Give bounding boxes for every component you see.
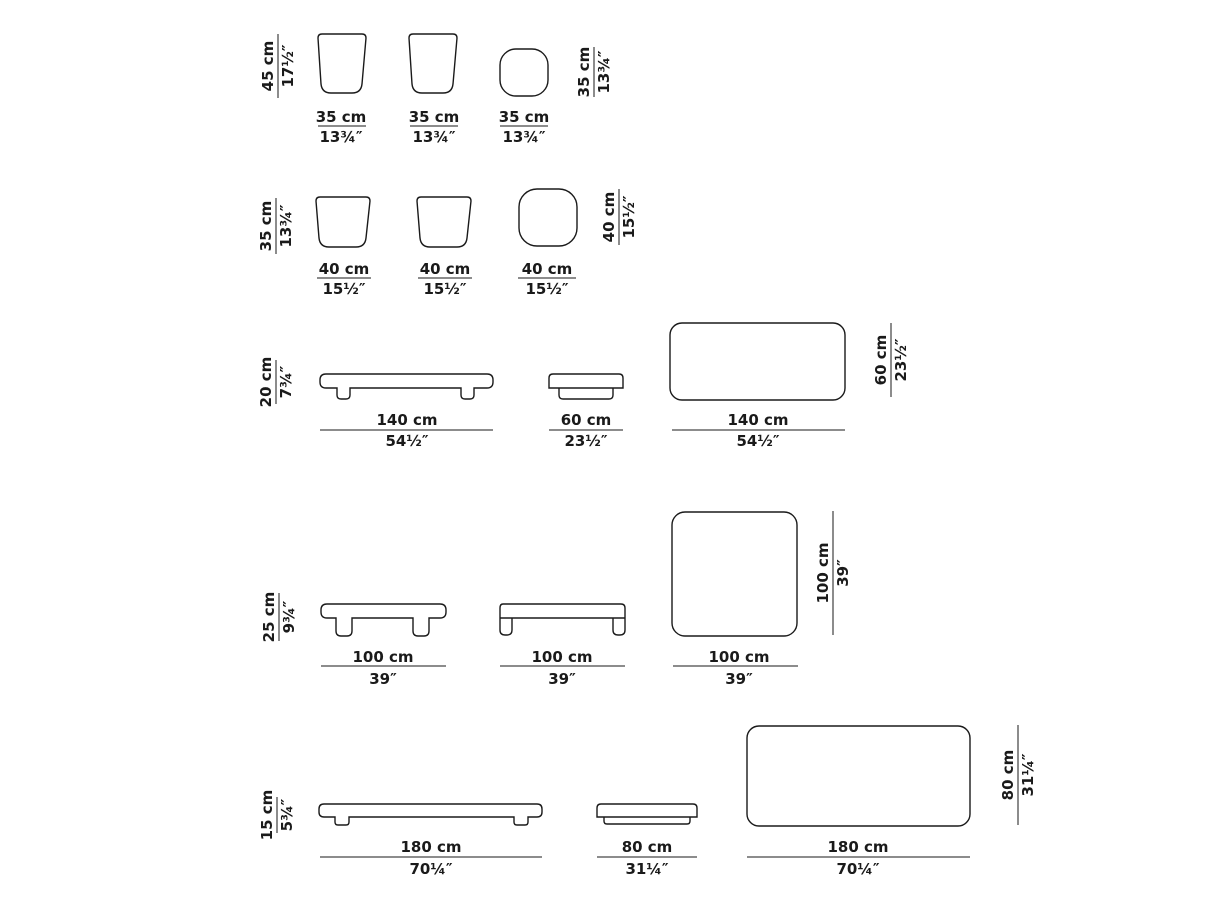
height-dimension: 25 cm 9¾″ bbox=[260, 592, 298, 643]
height-cm-label: 25 cm bbox=[260, 592, 278, 643]
platform-plan-outline bbox=[746, 725, 971, 827]
width-in-label: 13¾″ bbox=[319, 128, 362, 146]
depth-cm-label: 100 cm bbox=[814, 542, 832, 603]
stool-elevation-outline bbox=[317, 33, 367, 94]
height-in-label: 5¾″ bbox=[278, 798, 296, 831]
row-1: 45 cm 17½″ 35 cm 13¾″ 35 cm 13¾″ 35 cm 1… bbox=[259, 33, 613, 146]
width-dimension: 100 cm 39″ bbox=[673, 648, 798, 688]
height-in-label: 13¾″ bbox=[277, 204, 295, 247]
table-plan-outline bbox=[671, 511, 798, 637]
width-in-label: 39″ bbox=[725, 670, 753, 688]
height-dimension: 15 cm 5¾″ bbox=[258, 790, 296, 841]
height-dimension: 35 cm 13¾″ bbox=[257, 198, 295, 254]
width-in-label: 15½″ bbox=[525, 280, 568, 298]
bench-elevation-outline bbox=[319, 373, 494, 400]
width-in-label: 31¼″ bbox=[625, 860, 668, 878]
depth-cm-label: 35 cm bbox=[575, 47, 593, 98]
width-cm-label: 100 cm bbox=[531, 648, 592, 666]
width-in-label: 13¾″ bbox=[502, 128, 545, 146]
depth-in-label: 31¼″ bbox=[1019, 753, 1037, 796]
depth-dimension: 60 cm 23½″ bbox=[872, 323, 910, 397]
width-dimension: 100 cm 39″ bbox=[321, 648, 446, 688]
width-in-label: 70¼″ bbox=[409, 860, 452, 878]
depth-dimension: 40 cm 15½″ bbox=[600, 189, 638, 245]
width-dimension: 180 cm 70¼″ bbox=[747, 838, 970, 878]
width-dimension: 35 cm 13¾″ bbox=[499, 108, 550, 146]
width-dimension: 40 cm 15½″ bbox=[518, 260, 576, 298]
bench-elevation-outline bbox=[548, 373, 624, 400]
depth-in-label: 23½″ bbox=[892, 338, 910, 381]
width-cm-label: 140 cm bbox=[376, 411, 437, 429]
width-cm-label: 140 cm bbox=[727, 411, 788, 429]
depth-dimension: 35 cm 13¾″ bbox=[575, 47, 613, 98]
width-dimension: 35 cm 13¾″ bbox=[409, 108, 460, 146]
width-in-label: 54½″ bbox=[385, 432, 428, 450]
platform-elevation-outline bbox=[318, 803, 543, 826]
width-in-label: 54½″ bbox=[736, 432, 779, 450]
height-dimension: 20 cm 7¾″ bbox=[257, 357, 295, 408]
height-cm-label: 20 cm bbox=[257, 357, 275, 408]
bench-plan-outline bbox=[669, 322, 846, 401]
row-3: 20 cm 7¾″ 140 cm 54½″ 60 cm 23½″ 140 cm … bbox=[257, 322, 910, 450]
width-cm-label: 35 cm bbox=[409, 108, 460, 126]
width-cm-label: 100 cm bbox=[708, 648, 769, 666]
width-dimension: 80 cm 31¼″ bbox=[597, 838, 697, 878]
height-cm-label: 15 cm bbox=[258, 790, 276, 841]
platform-elevation-outline bbox=[596, 803, 698, 825]
width-dimension: 140 cm 54½″ bbox=[320, 411, 493, 450]
depth-in-label: 39″ bbox=[834, 559, 852, 587]
width-dimension: 140 cm 54½″ bbox=[672, 411, 845, 450]
width-in-label: 39″ bbox=[369, 670, 397, 688]
width-in-label: 70¼″ bbox=[836, 860, 879, 878]
stool-elevation-outline bbox=[408, 33, 458, 94]
table-elevation-outline bbox=[320, 603, 447, 637]
row-2: 35 cm 13¾″ 40 cm 15½″ 40 cm 15½″ 40 cm 1… bbox=[257, 188, 638, 298]
width-cm-label: 60 cm bbox=[561, 411, 612, 429]
width-cm-label: 40 cm bbox=[319, 260, 370, 278]
table-elevation-outline bbox=[499, 603, 626, 636]
width-dimension: 35 cm 13¾″ bbox=[316, 108, 367, 146]
width-cm-label: 180 cm bbox=[400, 838, 461, 856]
width-in-label: 23½″ bbox=[564, 432, 607, 450]
width-in-label: 13¾″ bbox=[412, 128, 455, 146]
width-cm-label: 180 cm bbox=[827, 838, 888, 856]
height-in-label: 17½″ bbox=[279, 44, 297, 87]
depth-in-label: 13¾″ bbox=[595, 50, 613, 93]
height-in-label: 9¾″ bbox=[280, 600, 298, 633]
depth-cm-label: 40 cm bbox=[600, 192, 618, 243]
width-in-label: 15½″ bbox=[423, 280, 466, 298]
width-dimension: 60 cm 23½″ bbox=[549, 411, 623, 450]
row-4: 25 cm 9¾″ 100 cm 39″ 100 cm 39″ 100 cm 3… bbox=[260, 511, 852, 688]
depth-dimension: 80 cm 31¼″ bbox=[999, 725, 1037, 825]
row-5: 15 cm 5¾″ 180 cm 70¼″ 80 cm 31¼″ 180 cm … bbox=[258, 725, 1037, 878]
stool-plan-outline bbox=[518, 188, 578, 247]
width-cm-label: 40 cm bbox=[420, 260, 471, 278]
width-cm-label: 35 cm bbox=[499, 108, 550, 126]
width-dimension: 100 cm 39″ bbox=[500, 648, 625, 688]
width-dimension: 40 cm 15½″ bbox=[317, 260, 371, 298]
height-cm-label: 45 cm bbox=[259, 41, 277, 92]
depth-cm-label: 60 cm bbox=[872, 335, 890, 386]
stool-plan-outline bbox=[499, 48, 549, 97]
width-cm-label: 40 cm bbox=[522, 260, 573, 278]
width-cm-label: 100 cm bbox=[352, 648, 413, 666]
height-cm-label: 35 cm bbox=[257, 201, 275, 252]
width-cm-label: 35 cm bbox=[316, 108, 367, 126]
stool-elevation-outline bbox=[416, 196, 472, 248]
depth-dimension: 100 cm 39″ bbox=[814, 511, 852, 635]
depth-in-label: 15½″ bbox=[620, 195, 638, 238]
depth-cm-label: 80 cm bbox=[999, 750, 1017, 801]
width-in-label: 15½″ bbox=[322, 280, 365, 298]
height-dimension: 45 cm 17½″ bbox=[259, 34, 297, 98]
height-in-label: 7¾″ bbox=[277, 365, 295, 398]
width-in-label: 39″ bbox=[548, 670, 576, 688]
width-cm-label: 80 cm bbox=[622, 838, 673, 856]
width-dimension: 40 cm 15½″ bbox=[418, 260, 472, 298]
stool-elevation-outline bbox=[315, 196, 371, 248]
width-dimension: 180 cm 70¼″ bbox=[320, 838, 542, 878]
